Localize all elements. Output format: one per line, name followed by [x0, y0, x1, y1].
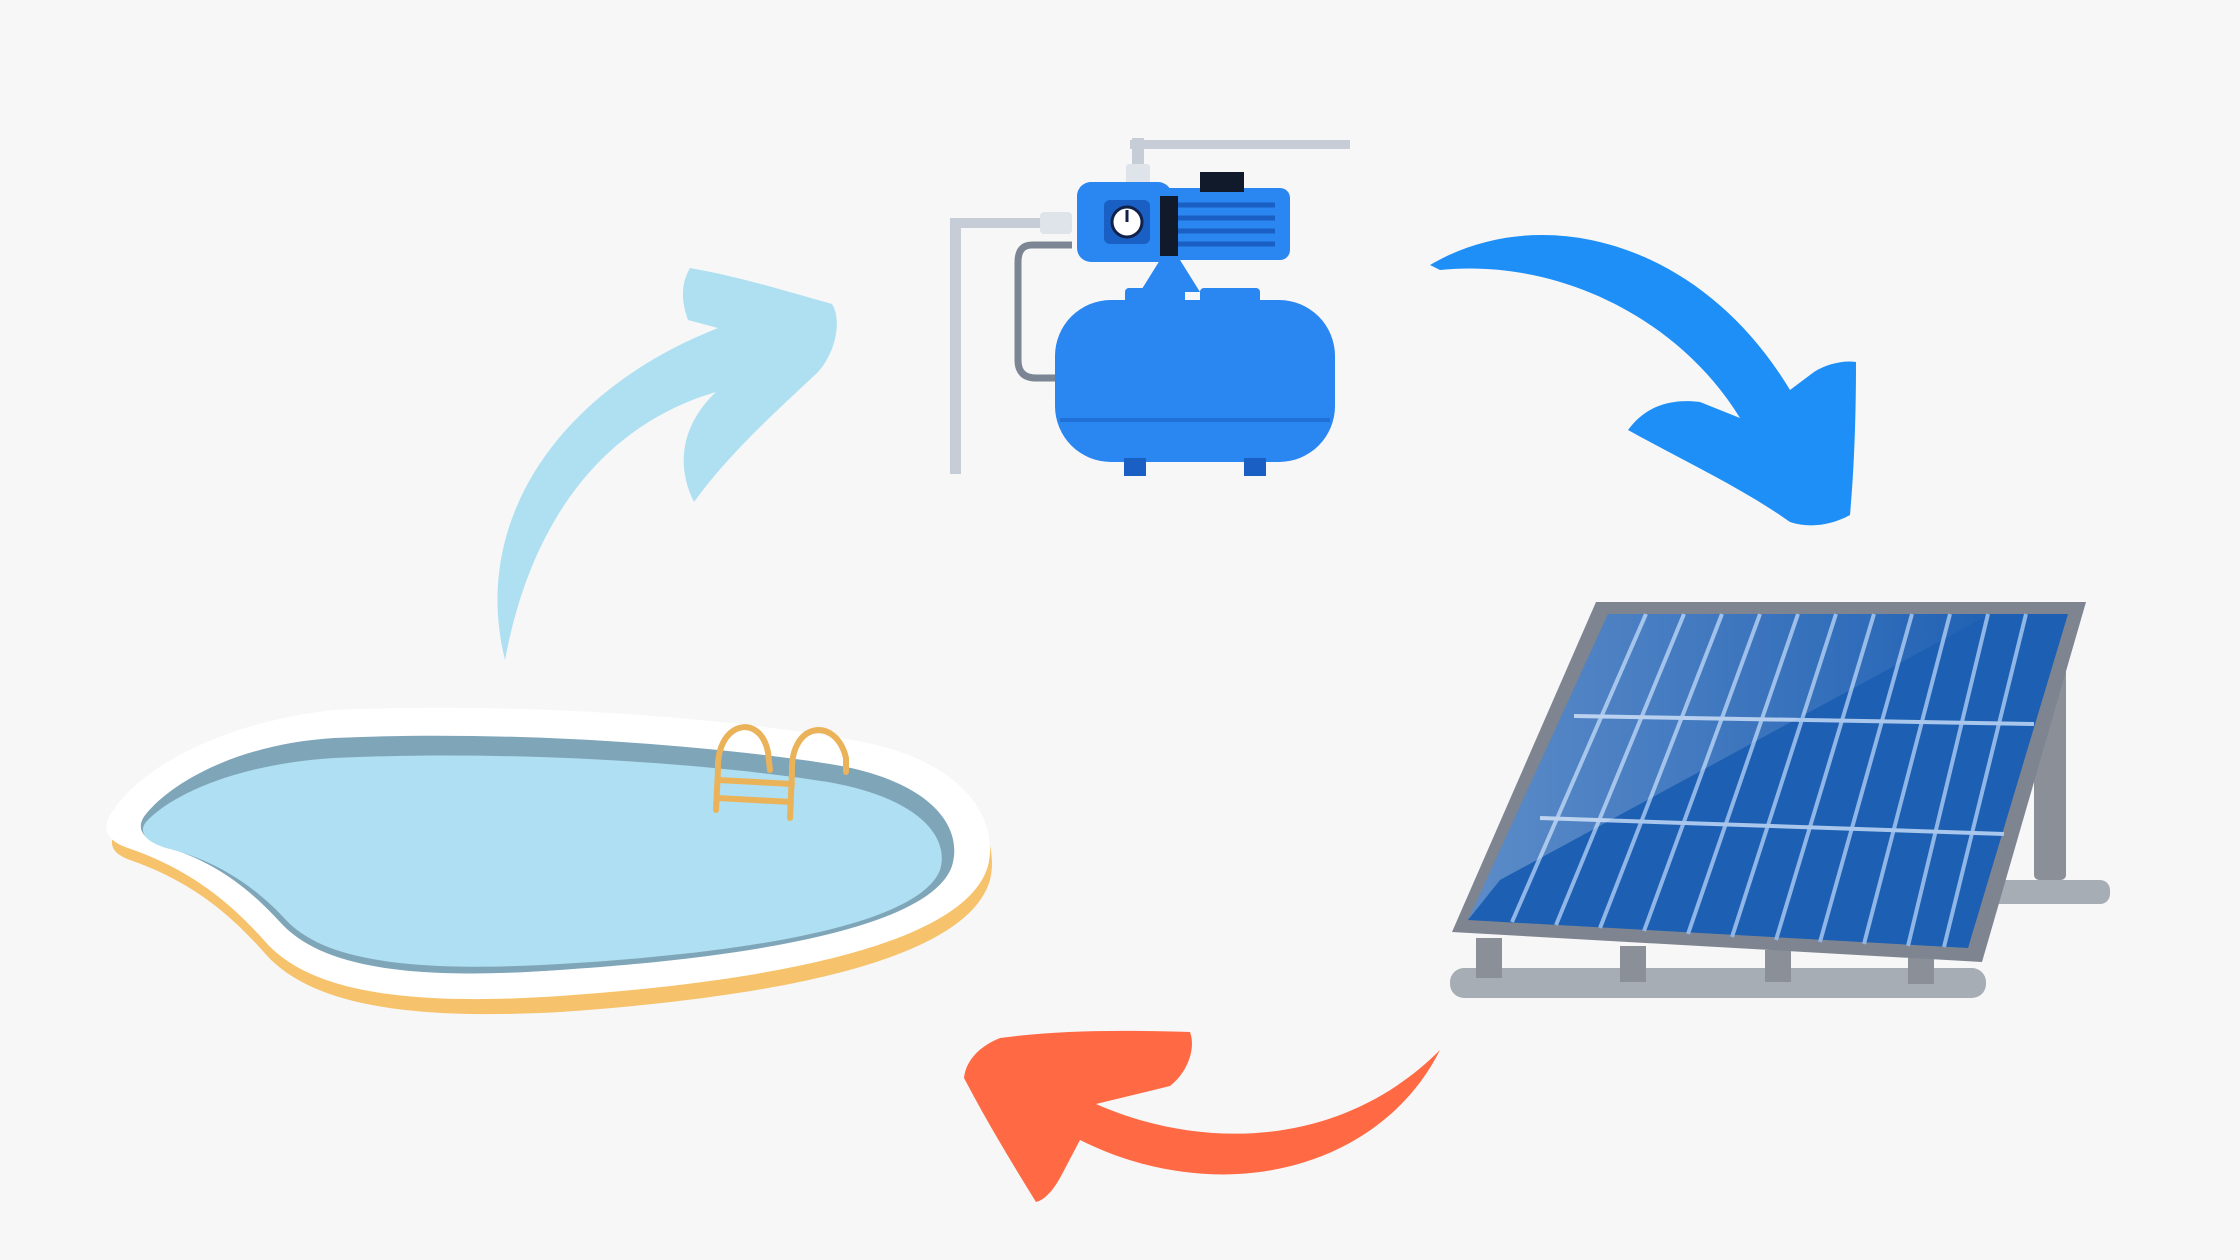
curved-arrow-icon: [964, 1030, 1440, 1202]
swimming-pool-icon: [106, 707, 992, 1015]
solar-panel-icon: [1450, 602, 2110, 998]
water-pump-icon: [950, 138, 1350, 476]
curved-arrow-icon: [497, 268, 837, 660]
curved-arrow-icon: [1430, 234, 1856, 526]
